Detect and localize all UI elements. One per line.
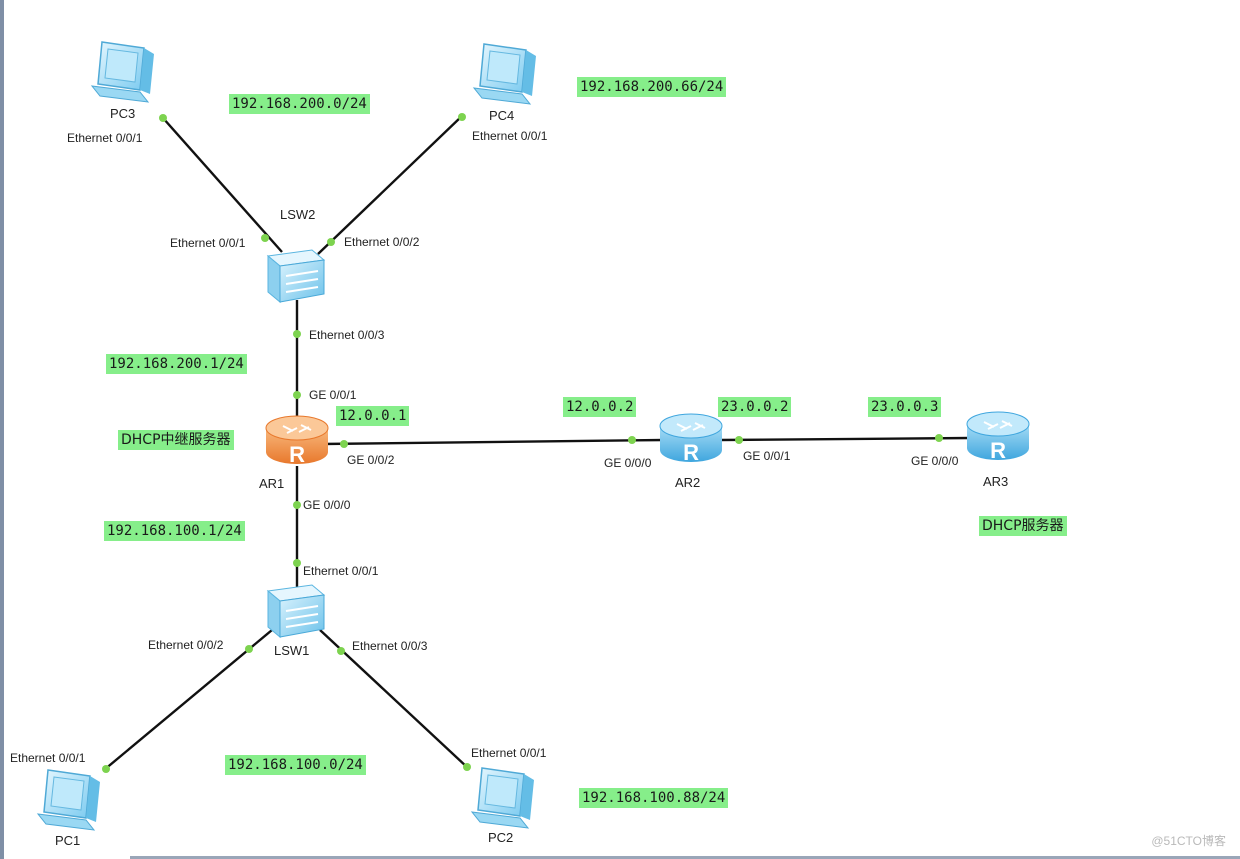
lsw2-icon[interactable]	[266, 249, 326, 304]
ar2-label: AR2	[675, 475, 701, 490]
note-ar3-ip[interactable]: 23.0.0.3	[868, 397, 942, 417]
link-pc4-lsw2[interactable]	[317, 115, 463, 255]
note-ar2-right-ip[interactable]: 23.0.0.2	[718, 397, 792, 417]
svg-text:R: R	[289, 442, 305, 467]
port-dot	[159, 114, 167, 122]
port-dot	[935, 434, 943, 442]
pc4-port-label: Ethernet 0/0/1	[472, 129, 548, 143]
lsw1-port3-label: Ethernet 0/0/3	[352, 639, 428, 653]
pc2-icon[interactable]	[470, 767, 534, 829]
ar2-ge01-label: GE 0/0/1	[743, 449, 791, 463]
watermark: @51CTO博客	[1151, 834, 1226, 848]
pc3-port-label: Ethernet 0/0/1	[67, 131, 143, 145]
pc1-icon[interactable]	[36, 769, 100, 831]
port-dot	[293, 559, 301, 567]
pc3-icon[interactable]	[90, 41, 154, 103]
pc4-label: PC4	[489, 108, 515, 123]
port-dot	[293, 501, 301, 509]
svg-text:R: R	[683, 440, 699, 465]
note-pc4-ip[interactable]: 192.168.200.66/24	[577, 77, 727, 97]
ar1-ge00-label: GE 0/0/0	[303, 498, 351, 512]
note-dhcp-relay[interactable]: DHCP中继服务器	[118, 430, 234, 450]
port-dot	[327, 238, 335, 246]
scrollbar-track[interactable]	[130, 856, 1240, 859]
link-ar2-ar3[interactable]	[719, 436, 971, 442]
port-dot	[458, 113, 466, 121]
ar1-router-icon[interactable]: R	[265, 415, 329, 467]
lsw1-port1-label: Ethernet 0/0/1	[303, 564, 379, 578]
pc2-label: PC2	[488, 830, 514, 845]
lsw2-port2-label: Ethernet 0/0/2	[344, 235, 420, 249]
note-gateway-100[interactable]: 192.168.100.1/24	[104, 521, 245, 541]
port-dot	[337, 647, 345, 655]
port-dot	[735, 436, 743, 444]
pc3-label: PC3	[110, 106, 136, 121]
note-ar2-left-ip[interactable]: 12.0.0.2	[563, 397, 637, 417]
ar1-ge01-label: GE 0/0/1	[309, 388, 357, 402]
link-ar1-ar2[interactable]	[321, 438, 665, 446]
ar2-ge00-label: GE 0/0/0	[604, 456, 652, 470]
note-net-100[interactable]: 192.168.100.0/24	[225, 755, 366, 775]
lsw1-label: LSW1	[274, 643, 310, 658]
port-dots	[102, 113, 943, 773]
lsw2-port3-label: Ethernet 0/0/3	[309, 328, 385, 342]
lsw2-port1-label: Ethernet 0/0/1	[170, 236, 246, 250]
port-dot	[293, 391, 301, 399]
ar3-label: AR3	[983, 474, 1009, 489]
svg-text:R: R	[990, 438, 1006, 463]
pc1-label: PC1	[55, 833, 81, 848]
port-dot	[102, 765, 110, 773]
note-pc2-ip[interactable]: 192.168.100.88/24	[579, 788, 729, 808]
lsw2-label: LSW2	[280, 207, 316, 222]
port-dot	[628, 436, 636, 444]
ar1-ge02-label: GE 0/0/2	[347, 453, 395, 467]
note-dhcp-server[interactable]: DHCP服务器	[979, 516, 1067, 536]
lsw1-port2-label: Ethernet 0/0/2	[148, 638, 224, 652]
pc1-port-label: Ethernet 0/0/1	[10, 751, 86, 765]
pc4-icon[interactable]	[472, 43, 536, 105]
note-gateway-200[interactable]: 192.168.200.1/24	[106, 354, 247, 374]
port-dot	[293, 330, 301, 338]
note-net-200[interactable]: 192.168.200.0/24	[229, 94, 370, 114]
link-lsw1-pc1[interactable]	[103, 629, 273, 771]
link-pc3-lsw2[interactable]	[162, 117, 283, 253]
ar1-label: AR1	[259, 476, 285, 491]
window-frame-left	[0, 0, 4, 859]
link-lsw1-pc2[interactable]	[319, 629, 469, 769]
port-dot	[463, 763, 471, 771]
ar3-router-icon[interactable]: R	[966, 411, 1030, 463]
lsw1-icon[interactable]	[266, 584, 326, 639]
links	[103, 115, 971, 771]
pc2-port-label: Ethernet 0/0/1	[471, 746, 547, 760]
ar3-ge00-label: GE 0/0/0	[911, 454, 959, 468]
port-dot	[340, 440, 348, 448]
port-dot	[261, 234, 269, 242]
ar2-router-icon[interactable]: R	[659, 413, 723, 465]
note-ar1-wan[interactable]: 12.0.0.1	[336, 406, 410, 426]
port-dot	[245, 645, 253, 653]
